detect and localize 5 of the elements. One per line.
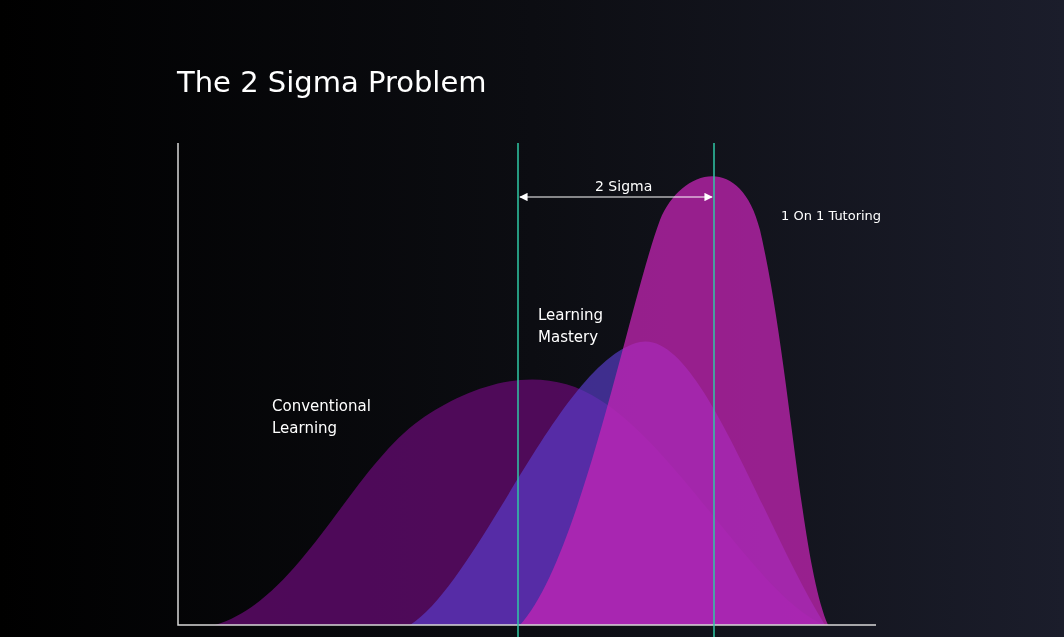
curve-label: 1 On 1 Tutoring (781, 207, 882, 225)
dimension-label: 2 Sigma (595, 177, 653, 196)
curve-label: Learning Mastery (538, 305, 605, 348)
chart-title: The 2 Sigma Problem (177, 64, 487, 100)
curve-label: Conventional Learning (272, 396, 372, 439)
